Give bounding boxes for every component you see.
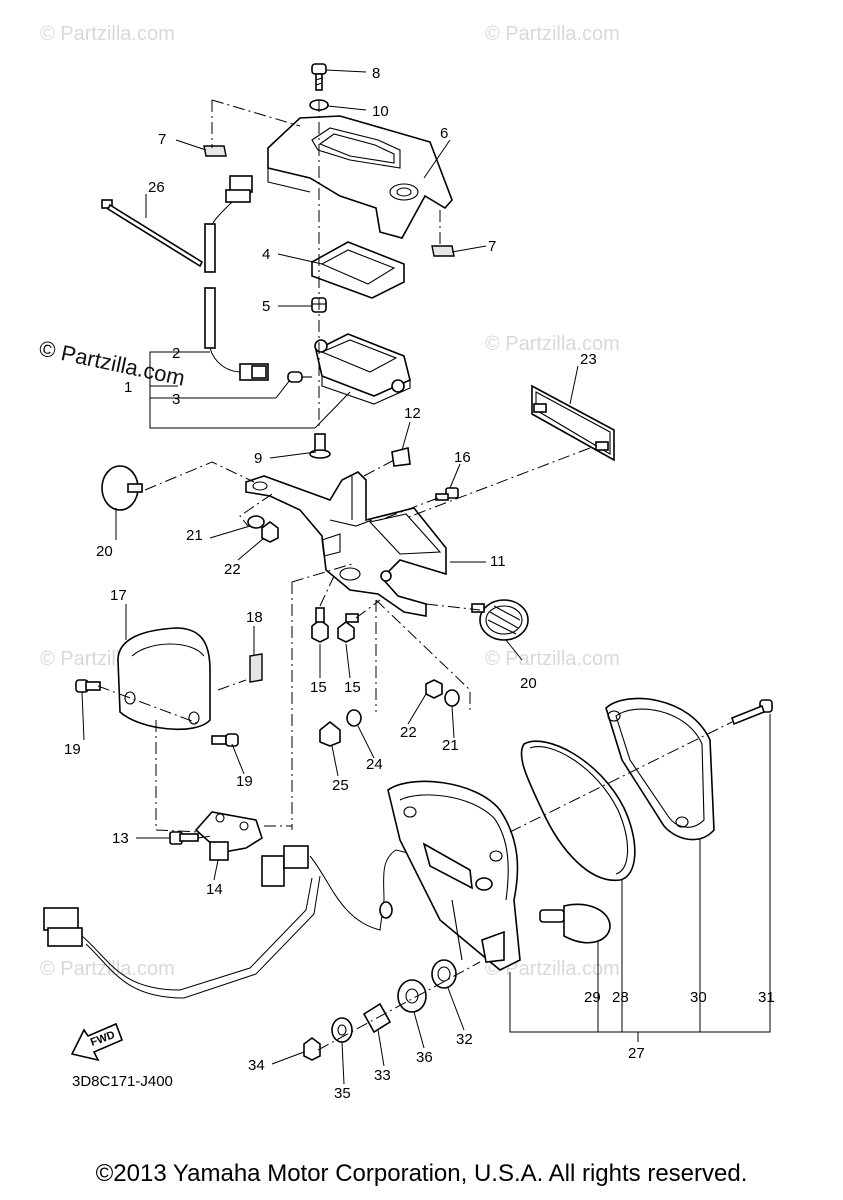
callout-15: 15 <box>344 679 361 696</box>
callout-labels: 8 10 7 6 26 7 4 5 2 1 3 23 12 9 16 21 20… <box>64 65 775 1102</box>
part-7-pad <box>431 245 455 257</box>
part-14-bracket <box>194 811 263 861</box>
part-21-washer <box>247 515 265 529</box>
part-24-washer <box>346 709 362 727</box>
callout-3: 3 <box>172 391 180 408</box>
part-32-grommet <box>431 959 457 989</box>
watermark: © Partzilla.com <box>40 958 175 980</box>
watermark: © Partzilla.com <box>485 648 620 670</box>
part-15-bolt <box>311 607 329 643</box>
callout-11: 11 <box>490 553 506 570</box>
part-25-nut <box>319 720 341 747</box>
callout-30: 30 <box>690 989 707 1006</box>
callout-20: 20 <box>520 675 537 692</box>
callout-21: 21 <box>186 527 203 544</box>
part-35-washer <box>331 1017 353 1043</box>
callout-16: 16 <box>454 449 471 466</box>
part-22-nut <box>261 521 279 543</box>
callout-leaders <box>81 69 579 1085</box>
part-23-reflector <box>531 384 615 462</box>
part-8-screw <box>311 63 327 91</box>
watermark: © Partzilla.com <box>485 958 620 980</box>
callout-14: 14 <box>206 881 223 898</box>
part-28-gasket <box>520 740 636 881</box>
part-18-pad <box>249 653 263 683</box>
callout-20: 20 <box>96 543 113 560</box>
watermark: © Partzilla.com <box>40 23 175 45</box>
part-20-reflector <box>471 599 529 641</box>
callout-2: 2 <box>172 345 180 362</box>
callout-32: 32 <box>456 1031 473 1048</box>
callout-26: 26 <box>148 179 165 196</box>
callout-33: 33 <box>374 1067 391 1084</box>
part-tail-lamp-body <box>387 780 521 971</box>
callout-17: 17 <box>110 587 127 604</box>
part-6-cover <box>267 115 453 239</box>
part-16-bolt <box>435 487 459 501</box>
part-31-screw <box>731 699 773 726</box>
parts: FWD <box>43 63 773 1062</box>
callout-12: 12 <box>404 405 421 422</box>
callout-7: 7 <box>158 131 166 148</box>
callout-28: 28 <box>612 989 629 1006</box>
part-11-bracket <box>245 471 447 617</box>
part-20-reflector <box>101 465 143 511</box>
callout-29: 29 <box>584 989 601 1006</box>
watermark: © Partzilla.com <box>485 333 620 355</box>
callout-10: 10 <box>372 103 389 120</box>
part-19-screw <box>75 679 101 693</box>
part-17-housing <box>117 627 211 731</box>
callout-27: 27 <box>628 1045 645 1062</box>
watermark: © Partzilla.com <box>37 335 187 390</box>
callout-7: 7 <box>488 238 496 255</box>
part-code: 3D8C171-J400 <box>72 1073 173 1090</box>
callout-4: 4 <box>262 246 270 263</box>
part-29-bulb <box>539 903 611 944</box>
callout-36: 36 <box>416 1049 433 1066</box>
callout-22: 22 <box>224 561 241 578</box>
callout-19: 19 <box>236 773 253 790</box>
callout-34: 34 <box>248 1057 265 1074</box>
callout-35: 35 <box>334 1085 351 1102</box>
part-19-screw <box>211 733 239 747</box>
part-harness <box>43 845 421 999</box>
part-15-bolt <box>337 613 359 643</box>
callout-1: 1 <box>124 379 132 396</box>
part-3-bulb <box>287 371 312 383</box>
part-30-lens <box>605 697 715 841</box>
part-1-light-unit <box>314 333 411 405</box>
callout-8: 8 <box>372 65 380 82</box>
callout-18: 18 <box>246 609 263 626</box>
callout-24: 24 <box>366 756 383 773</box>
part-12-grommet <box>391 447 411 467</box>
callout-21: 21 <box>442 737 459 754</box>
fwd-arrow-icon: FWD <box>70 1022 124 1062</box>
callout-22: 22 <box>400 724 417 741</box>
part-21-washer <box>444 689 460 707</box>
callout-15: 15 <box>310 679 327 696</box>
watermark: © Partzilla.com <box>485 23 620 45</box>
callout-13: 13 <box>112 830 129 847</box>
part-22-nut <box>425 679 443 699</box>
callout-25: 25 <box>332 777 349 794</box>
part-13-bolt <box>169 831 199 845</box>
part-7-pad <box>203 145 227 157</box>
callout-23: 23 <box>580 351 597 368</box>
part-26-cable-tie <box>101 199 204 268</box>
part-4-gasket <box>311 241 405 299</box>
callout-5: 5 <box>262 298 270 315</box>
callout-6: 6 <box>440 125 448 142</box>
part-9-collar <box>309 433 331 459</box>
callout-31: 31 <box>758 989 775 1006</box>
callout-19: 19 <box>64 741 81 758</box>
copyright-notice: ©2013 Yamaha Motor Corporation, U.S.A. A… <box>95 1160 748 1187</box>
part-36-washer <box>397 979 427 1013</box>
callout-9: 9 <box>254 450 262 467</box>
part-2-harness <box>204 175 269 381</box>
part-34-nut <box>303 1037 321 1061</box>
leader-lines <box>97 99 771 1051</box>
